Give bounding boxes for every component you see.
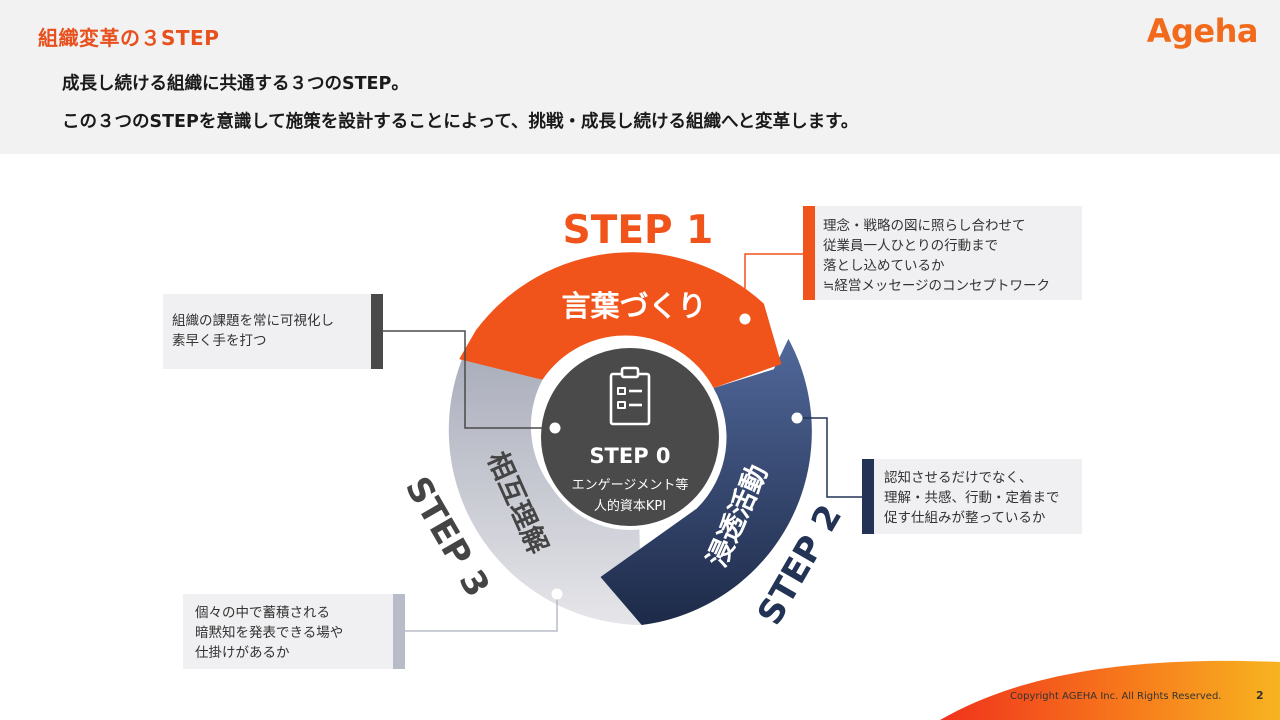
connector-dot-step1	[739, 313, 751, 325]
callout-step1-bar	[803, 206, 815, 300]
callout-step2-bar	[862, 459, 874, 534]
callout-step1-line-2: 従業員一人ひとりの行動まで	[823, 238, 999, 254]
page-number: 2	[1256, 689, 1264, 702]
callout-step2-line-3: 促す仕組みが整っているか	[884, 510, 1046, 526]
lead-text-1: 成長し続ける組織に共通する３つのSTEP。	[62, 74, 409, 94]
header-band	[0, 0, 1280, 154]
step0-sub-1: エンゲージメント等	[572, 477, 689, 493]
callout-step0-line-2: 素早く手を打つ	[172, 333, 267, 349]
callout-step3-line-2: 暗黙知を発表できる場や	[195, 625, 344, 641]
callout-step0-line-1: 組織の課題を常に可視化し	[172, 313, 334, 329]
clipboard-icon	[609, 366, 651, 426]
callout-step1-line-4: ≒経営メッセージのコンセプトワーク	[823, 278, 1051, 294]
step1-segment	[459, 252, 782, 388]
callout-step0-bar	[371, 294, 383, 369]
callout-step1-line-3: 落とし込めているか	[823, 258, 945, 274]
connector-step3	[405, 594, 558, 632]
step3-segment	[448, 338, 642, 625]
callout-step1: 理念・戦略の図に照らし合わせて 従業員一人ひとりの行動まで 落とし込めているか …	[803, 206, 1082, 300]
step1-name: 言葉づくり	[561, 289, 706, 323]
connector-dot-step0	[549, 422, 561, 434]
callout-step0: 組織の課題を常に可視化し 素早く手を打つ	[163, 294, 383, 369]
footer-flame-shape	[940, 660, 1280, 720]
step1-label: STEP 1	[563, 208, 714, 253]
callout-step2: 認知させるだけでなく、 理解・共感、行動・定着まで 促す仕組みが整っているか	[862, 459, 1082, 534]
step0-circle	[537, 344, 723, 530]
callout-step3-line-3: 仕掛けがあるか	[195, 645, 290, 661]
ageha-logo: Ageha	[1146, 12, 1259, 50]
callout-step3-bar	[393, 594, 405, 669]
callout-step2-line-1: 認知させるだけでなく、	[884, 470, 1033, 486]
connector-step1	[744, 253, 803, 319]
footer-copyright: Copyright AGEHA Inc. All Rights Reserved…	[1010, 691, 1222, 702]
step2-segment	[600, 338, 812, 625]
callout-step3: 個々の中で蓄積される 暗黙知を発表できる場や 仕掛けがあるか	[183, 594, 405, 669]
lead-text-2: この３つのSTEPを意識して施策を設計することによって、挑戦・成長し続ける組織へ…	[62, 112, 859, 132]
step0-label: STEP 0	[589, 444, 670, 468]
connector-step2	[797, 417, 862, 498]
callout-step2-line-2: 理解・共感、行動・定着まで	[884, 490, 1060, 506]
callout-step3-line-1: 個々の中で蓄積される	[195, 605, 330, 621]
connector-dot-step2	[791, 412, 803, 424]
step0-sub-2: 人的資本KPI	[594, 498, 666, 514]
connector-step0	[383, 330, 555, 429]
callout-step1-line-1: 理念・戦略の図に照らし合わせて	[823, 218, 1026, 234]
connector-dot-step3	[551, 588, 563, 600]
page-title: 組織変革の３STEP	[38, 26, 220, 50]
